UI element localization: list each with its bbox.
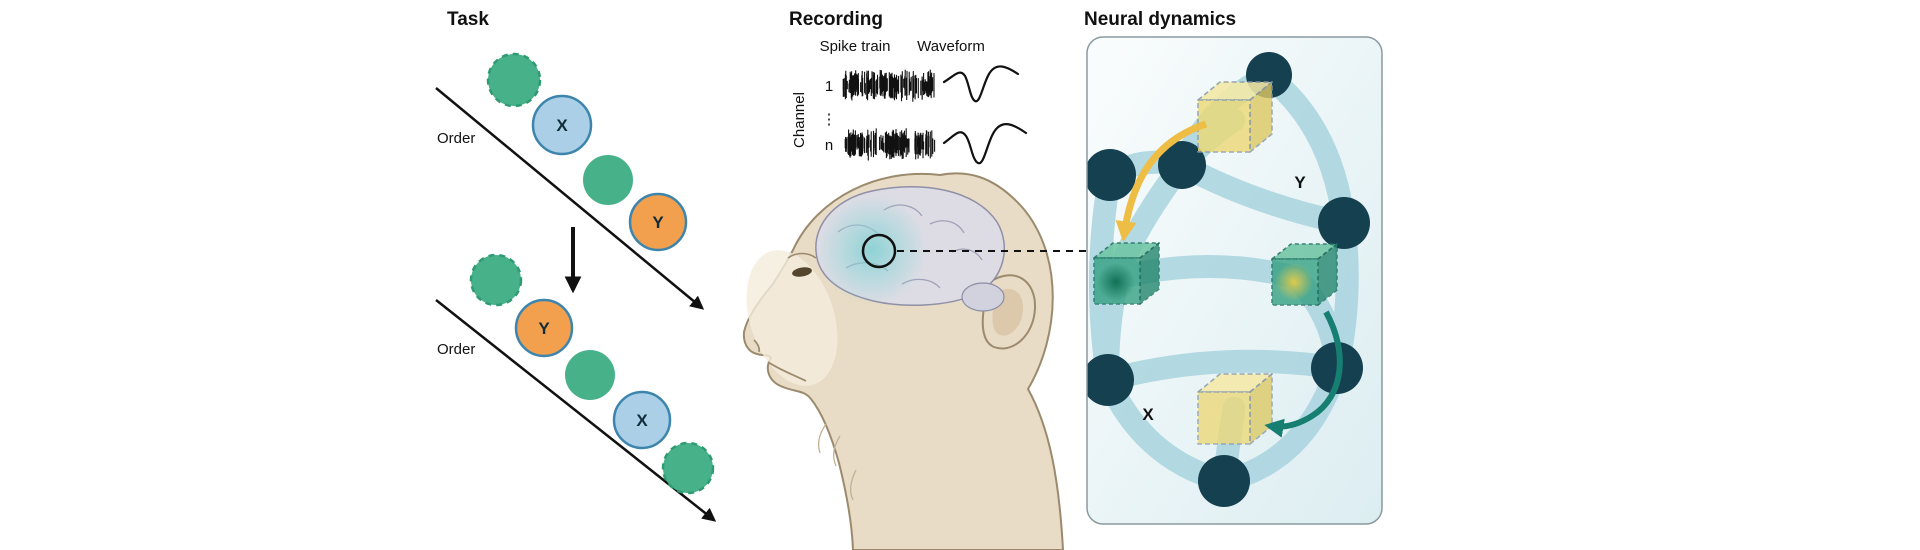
monkey-nostril xyxy=(753,339,761,353)
task-circle-y-top: Y xyxy=(628,192,688,252)
recording-site-glow xyxy=(817,195,927,305)
task-circle-y-bottom: Y xyxy=(514,298,574,358)
task-circle-x-top-label: X xyxy=(556,116,568,135)
transition-arrow-teal xyxy=(1264,310,1343,438)
task-circle-y-bottom-label: Y xyxy=(538,319,550,338)
waveform-row-1 xyxy=(942,65,1020,103)
task-circle-y-top-label: Y xyxy=(652,213,664,232)
spike-train-row-1 xyxy=(842,69,935,102)
waveform-label: Waveform xyxy=(917,38,985,55)
left-cube-glow xyxy=(1097,263,1135,301)
task-circle-green-top xyxy=(583,155,633,205)
monkey-brow xyxy=(787,252,817,259)
subspace-cube-left xyxy=(1093,242,1160,305)
monkey-illustration xyxy=(742,172,1086,550)
channel-1-label: 1 xyxy=(825,78,833,95)
monkey-face-patch xyxy=(746,250,838,386)
monkey-fur-strokes xyxy=(818,423,857,501)
recording-panel: Recording Spike train Waveform Channel 1… xyxy=(789,9,1028,165)
order-label-bottom: Order xyxy=(437,341,475,358)
task-circle-x-top: X xyxy=(531,94,593,156)
cerebellum xyxy=(961,282,1005,312)
order-arrow-bottom xyxy=(435,299,717,522)
monkey-mouth xyxy=(767,361,807,382)
channel-axis-label: Channel xyxy=(791,92,808,148)
recording-title: Recording xyxy=(789,9,883,30)
cube-y xyxy=(1197,81,1273,153)
spike-train-row-2 xyxy=(844,128,936,161)
task-circle-x-bottom-label: X xyxy=(636,411,648,430)
cube-y-label: Y xyxy=(1294,173,1306,192)
task-title: Task xyxy=(447,9,489,30)
right-cube-glow xyxy=(1275,263,1313,301)
subspace-cube-right xyxy=(1271,243,1338,306)
recording-site-circle xyxy=(861,233,897,269)
channel-n-label: n xyxy=(825,137,833,154)
neural-title: Neural dynamics xyxy=(1084,9,1236,30)
task-circle-dashed-bottom-2 xyxy=(661,441,715,495)
task-circle-green-bottom xyxy=(565,350,615,400)
spike-train-label: Spike train xyxy=(820,38,891,55)
monkey-eye xyxy=(792,267,812,277)
order-label-top: Order xyxy=(437,130,475,147)
task-circle-dashed-top-1 xyxy=(486,52,542,108)
transition-arrow-yellow xyxy=(1115,120,1208,243)
neural-dynamics-panel: Neural dynamics xyxy=(1084,9,1383,525)
channel-ellipsis: ⋮ xyxy=(822,111,837,128)
cube-x xyxy=(1197,373,1273,445)
waveform-row-2 xyxy=(942,123,1028,165)
order-arrow-top xyxy=(435,87,705,310)
cube-x-label: X xyxy=(1142,405,1154,424)
neural-panel-frame xyxy=(1086,36,1383,525)
task-panel: Task Order X Y Order Y X xyxy=(435,9,717,522)
task-circle-x-bottom: X xyxy=(612,390,672,450)
task-circle-dashed-bottom-1 xyxy=(469,253,523,307)
